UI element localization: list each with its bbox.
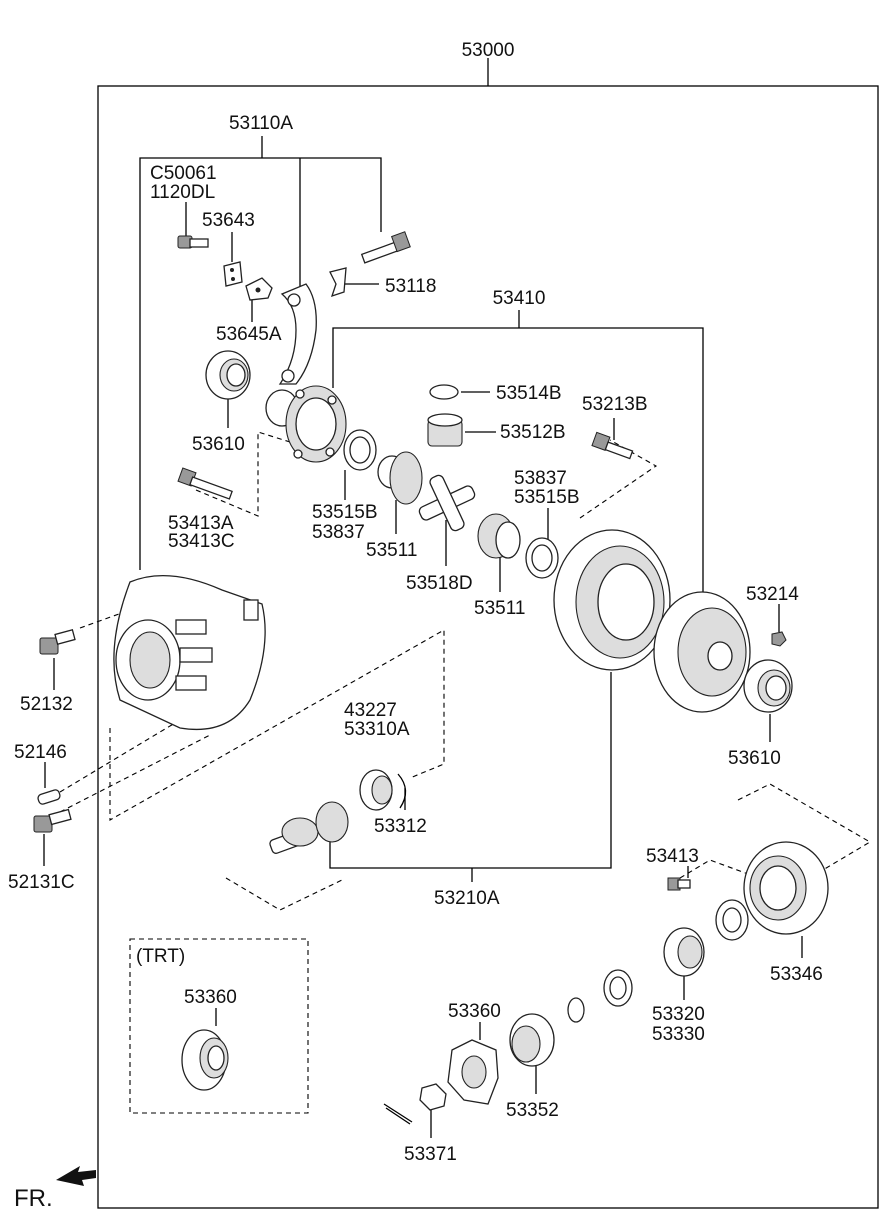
bearing-53310a-icon xyxy=(359,769,393,811)
front-arrow-icon xyxy=(56,1166,96,1186)
label-53515b-right: 53515B xyxy=(514,487,580,508)
label-53512b: 53512B xyxy=(500,422,566,443)
label-1120dl: 1120DL xyxy=(150,182,215,203)
label-53214: 53214 xyxy=(746,584,799,605)
label-53518d: 53518D xyxy=(406,573,473,594)
oil-seal-icon xyxy=(715,899,749,941)
label-53371: 53371 xyxy=(404,1144,457,1165)
bearing-53610-left-icon xyxy=(205,350,251,400)
label-53837-left: 53837 xyxy=(312,522,365,543)
label-53352: 53352 xyxy=(506,1100,559,1121)
companion-flange-icon xyxy=(447,1039,499,1105)
label-53515b-left: 53515B xyxy=(312,502,378,523)
lock-plate-53643-icon xyxy=(223,261,243,287)
label-53610-left: 53610 xyxy=(192,434,245,455)
label-53360: 53360 xyxy=(448,1001,501,1022)
label-53413: 53413 xyxy=(646,846,699,867)
trt-flange-icon xyxy=(181,1029,229,1091)
label-53000: 53000 xyxy=(462,40,515,61)
label-53110a: 53110A xyxy=(229,113,293,134)
label-52131c: 52131C xyxy=(8,872,75,893)
differential-case-right-icon xyxy=(653,591,751,713)
nut-53371-icon xyxy=(419,1083,447,1111)
trt-dashed-box xyxy=(129,938,309,1114)
nut-53214-icon xyxy=(771,631,787,647)
pin-52146-icon xyxy=(37,789,61,805)
washer-icon xyxy=(567,997,585,1023)
bolt-c50061-icon xyxy=(177,235,209,249)
washer-53514b-icon xyxy=(429,384,459,400)
label-53312: 53312 xyxy=(374,816,427,837)
bearing-53320-icon xyxy=(663,927,705,977)
pinion-shaft-53518d-icon xyxy=(418,474,476,532)
thrust-washer-left-icon xyxy=(343,429,377,471)
label-52132: 52132 xyxy=(20,694,73,715)
bolt-53213b-icon xyxy=(591,431,634,460)
label-53413c: 53413C xyxy=(168,531,235,552)
bolt-case-set-icon xyxy=(360,231,411,264)
bearing-cap-icon xyxy=(278,283,317,385)
label-43227: 43227 xyxy=(344,700,397,721)
leader-lines xyxy=(43,202,803,1138)
label-53837-right: 53837 xyxy=(514,468,567,489)
lock-plate-53645a-icon xyxy=(245,277,273,301)
spacer-icon xyxy=(603,969,633,1007)
label-53118: 53118 xyxy=(385,276,436,297)
bolt-52131c-icon xyxy=(33,808,72,833)
transfer-case-53346-icon xyxy=(743,841,829,935)
label-53346: 53346 xyxy=(770,964,823,985)
seal-53352-icon xyxy=(509,1013,555,1067)
differential-case-icon xyxy=(265,385,347,463)
cotter-pin-icon xyxy=(383,1103,413,1125)
label-trt: (TRT) xyxy=(136,946,185,967)
label-53213b: 53213B xyxy=(582,394,648,415)
label-53413a: 53413A xyxy=(168,513,234,534)
pinion-gear-53512b-icon xyxy=(427,413,463,447)
label-53643: 53643 xyxy=(202,210,255,231)
transaxle-case-icon xyxy=(113,574,266,731)
lock-53118-icon xyxy=(329,267,347,298)
thrust-washer-right-icon xyxy=(525,537,559,579)
bolt-53413-icon xyxy=(667,877,691,891)
bolt-52132-icon xyxy=(39,629,76,655)
ring-gear-icon xyxy=(553,529,671,671)
bearing-53610-right-icon xyxy=(743,659,793,713)
label-53610-right: 53610 xyxy=(728,748,781,769)
label-53511-left: 53511 xyxy=(366,540,417,561)
label-53360-trt: 53360 xyxy=(184,987,237,1008)
snap-ring-53312-icon xyxy=(397,773,407,809)
label-53320: 53320 xyxy=(652,1004,705,1025)
label-53310a: 53310A xyxy=(344,719,410,740)
label-53330: 53330 xyxy=(652,1024,705,1045)
label-52146: 52146 xyxy=(14,742,67,763)
label-c50061: C50061 xyxy=(150,163,217,184)
side-gear-left-icon xyxy=(377,451,423,505)
drive-pinion-gear-icon xyxy=(269,801,349,854)
label-53210a: 53210A xyxy=(434,888,500,909)
label-fr: FR. xyxy=(14,1185,53,1211)
label-53645a: 53645A xyxy=(216,324,282,345)
bolt-53413a-icon xyxy=(177,467,233,500)
label-53410: 53410 xyxy=(493,288,546,309)
side-gear-right-icon xyxy=(477,513,521,559)
label-53514b: 53514B xyxy=(496,383,562,404)
label-53511-right: 53511 xyxy=(474,598,525,619)
